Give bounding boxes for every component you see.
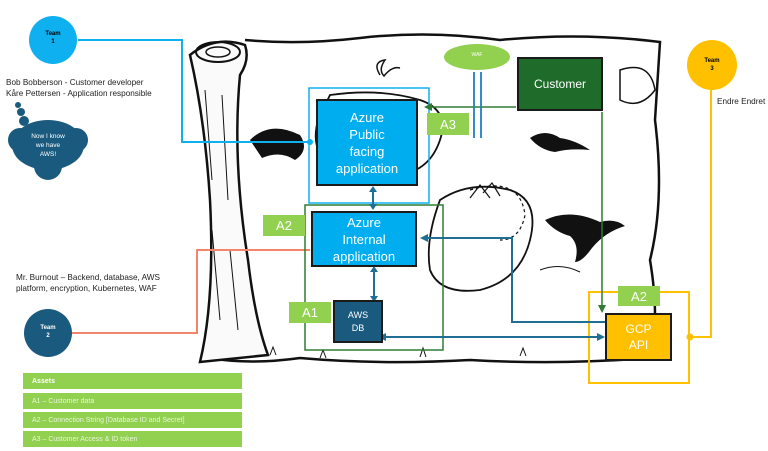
asset-tag-a3: A3 bbox=[427, 113, 469, 135]
aws-db-box[interactable]: AWS DB bbox=[333, 300, 383, 343]
asset-tag-a1: A1 bbox=[289, 302, 331, 323]
waf-label: WAF bbox=[471, 52, 483, 58]
thought-bubble bbox=[8, 102, 88, 180]
thought-bubble-text: Now I know we have AWS! bbox=[31, 133, 65, 158]
assets-legend-item: A1 – Customer data bbox=[23, 393, 242, 409]
team2-label: Team 2 bbox=[40, 325, 56, 339]
arrow-head bbox=[424, 103, 432, 111]
team3-connector bbox=[690, 90, 712, 338]
asset-tag-a2-azure: A2 bbox=[263, 215, 305, 236]
assets-legend-header: Assets bbox=[23, 373, 242, 389]
team1-connector-dot bbox=[307, 139, 313, 145]
treasure-map-illustration bbox=[188, 33, 662, 364]
azure-internal-app-box[interactable]: Azure Internal application bbox=[311, 211, 417, 267]
customer-box[interactable]: Customer bbox=[517, 57, 603, 111]
waf-ellipse bbox=[444, 44, 510, 70]
team2-connector bbox=[70, 249, 310, 334]
team1-members: Bob Bobberson - Customer developer Kåre … bbox=[6, 78, 152, 98]
arrow-head bbox=[369, 204, 377, 210]
arrow-head bbox=[369, 186, 377, 192]
team2-circle bbox=[24, 309, 72, 357]
dragon-silhouettes bbox=[250, 128, 625, 262]
arrow-head bbox=[370, 296, 378, 302]
team1-circle bbox=[29, 16, 77, 64]
team3-members: Endre Endret bbox=[717, 97, 766, 106]
team2-members: Mr. Burnout – Backend, database, AWS pla… bbox=[16, 273, 160, 293]
team3-circle bbox=[687, 40, 737, 90]
arrow-head bbox=[370, 266, 378, 272]
team1-label: Team 1 bbox=[45, 31, 61, 45]
azure-public-app-box[interactable]: Azure Public facing application bbox=[316, 99, 418, 186]
gcp-to-internal-flow bbox=[426, 237, 605, 323]
arrow-head bbox=[598, 305, 606, 313]
team3-label: Team 3 bbox=[704, 58, 720, 72]
assets-legend-item: A2 – Connection String [Database ID and … bbox=[23, 412, 242, 428]
azure-public-boundary bbox=[308, 87, 430, 204]
asset-tag-a2-gcp: A2 bbox=[618, 286, 660, 306]
arrow-head bbox=[420, 234, 428, 242]
team1-connector bbox=[78, 39, 310, 143]
assets-legend-item: A3 – Customer Access & ID token bbox=[23, 431, 242, 447]
arrow-head bbox=[597, 333, 605, 341]
gcp-api-box[interactable]: GCP API bbox=[605, 313, 672, 361]
